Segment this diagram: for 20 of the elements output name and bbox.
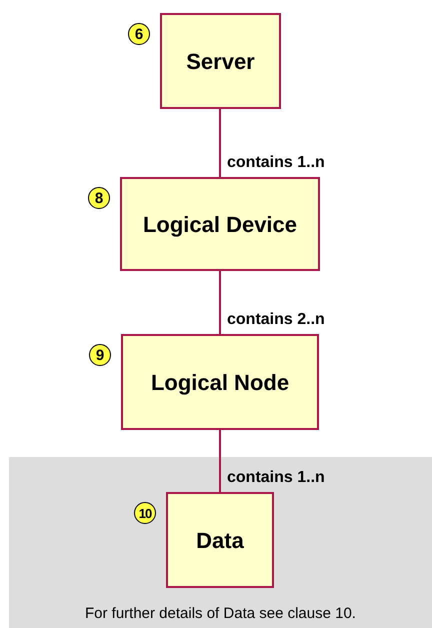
- callout-number: 6: [128, 23, 150, 45]
- class-name: Logical Device: [142, 210, 298, 238]
- edge-label: contains 1..n: [227, 154, 325, 172]
- class-name: Logical Node: [150, 368, 290, 396]
- class-box: [166, 492, 274, 588]
- connector-line: [219, 271, 221, 334]
- callout-number: 9: [89, 344, 111, 366]
- callout-number: 10: [134, 502, 156, 524]
- class-name: Server: [186, 48, 255, 76]
- class-name: Data: [196, 526, 244, 554]
- edge-label: contains 1..n: [227, 469, 325, 487]
- note: For further details of Data see clause 10.: [84, 605, 357, 622]
- class-box: [121, 334, 319, 430]
- class-box: [160, 13, 281, 109]
- connector-line: [219, 430, 221, 492]
- class-box: [120, 177, 320, 271]
- callout-number: 8: [88, 187, 110, 209]
- edge-label: contains 2..n: [227, 311, 325, 329]
- shaded-region: [9, 457, 432, 628]
- connector-line: [219, 109, 221, 177]
